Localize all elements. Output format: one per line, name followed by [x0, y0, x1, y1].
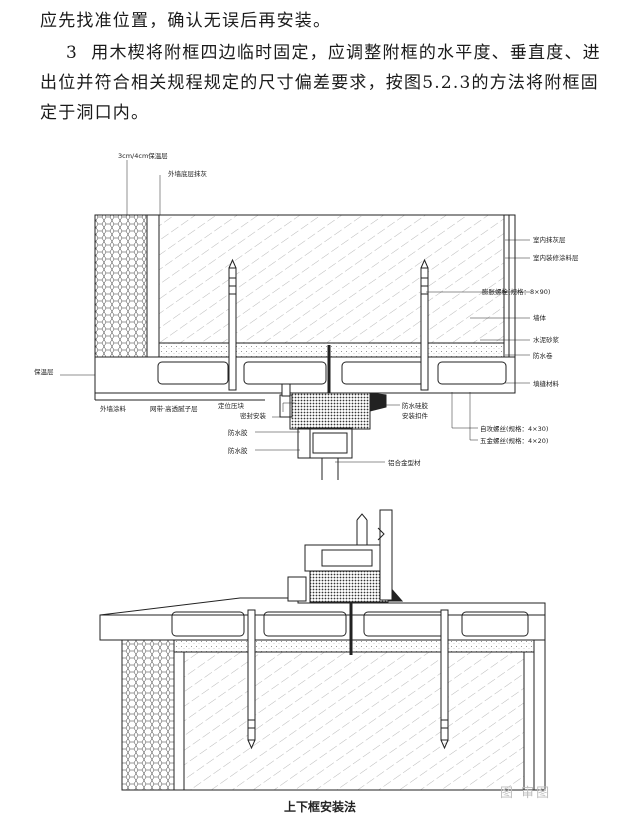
- label-locating-block: 定位压块: [218, 401, 245, 410]
- label-tap-screw: 五金螺丝(规格：4×20): [480, 436, 548, 445]
- expansion-bolt-right: [420, 258, 429, 391]
- label-int-plaster: 室内抹灰层: [533, 235, 566, 244]
- label-ext-wall-plaster: 外墙底层抹灰: [168, 169, 208, 178]
- expansion-bolt-left: [228, 258, 237, 391]
- label-cement-mortar: 水泥砂浆: [533, 335, 560, 344]
- label-ext-paint: 外墙涂料: [100, 404, 127, 413]
- label-self-tap-screw: 自攻螺丝(规格：4×30): [480, 424, 548, 433]
- label-waterproof-coat: 防水卷: [533, 351, 553, 360]
- label-expansion-bolt: 膨胀螺栓(规格：8×90): [482, 287, 550, 296]
- label-int-paint: 室内装修涂料层: [533, 253, 579, 262]
- label-install-embed: 安装扣件: [402, 411, 429, 420]
- label-aluminum-profile: 铝合金型材: [388, 458, 421, 467]
- paragraph-line1: 应先找准位置，确认无误后再安装。: [40, 11, 332, 31]
- label-waterproof-glue-1: 防水胶: [228, 428, 248, 437]
- label-waterproof-glue-2: 防水胶: [228, 446, 248, 455]
- label-filler: 填缝材料: [533, 379, 560, 388]
- bottom-section-drawing: [99, 509, 546, 791]
- paragraph-step3: 3 用木楔将附框四边临时固定，应调整附框的水平度、垂直度、进出位并符合相关规程规…: [40, 38, 610, 128]
- label-mesh-sealant: 网带·高透腻子层: [150, 404, 198, 413]
- top-labels: 3cm/4cm保温层 外墙底层抹灰 室内抹灰层 室内装修涂料层 膨胀螺栓(规格：…: [34, 151, 579, 467]
- figure-caption: 上下框安装法: [283, 800, 356, 814]
- top-section-drawing: [60, 160, 530, 480]
- bottom-bolt-left: [247, 609, 256, 750]
- label-insul-thickness: 3cm/4cm保温层: [118, 151, 168, 160]
- label-sealing: 密封安装: [240, 411, 267, 420]
- step-text: 用木楔将附框四边临时固定，应调整附框的水平度、垂直度、进出位并符合相关规程规定的…: [40, 43, 601, 123]
- aluminum-window-profile: [279, 383, 387, 480]
- bottom-window-profile: [287, 509, 404, 603]
- label-insulation: 保温层: [34, 367, 54, 376]
- watermark: 图 审图: [500, 786, 552, 801]
- label-waterproof-sealant: 防水硅胶: [402, 401, 429, 410]
- step-number: 3: [66, 43, 79, 63]
- label-wall: 墙体: [533, 313, 547, 322]
- bottom-bolt-right: [440, 609, 449, 750]
